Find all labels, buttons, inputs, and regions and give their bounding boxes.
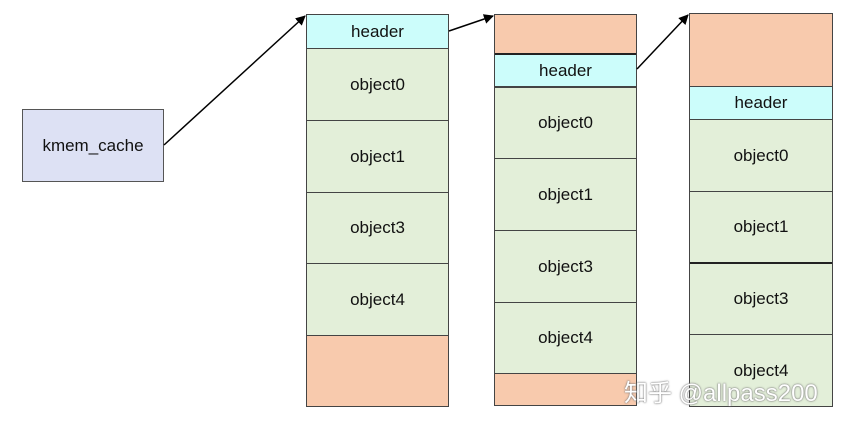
slab-2-object-0-label: object0 (538, 113, 593, 132)
slab-2-header: header (495, 53, 636, 87)
kmem-cache-label: kmem_cache (42, 135, 144, 155)
slab-2-object-3: object3 (495, 230, 636, 302)
arrow-slab-2-to-slab-3 (636, 14, 689, 70)
slab-2-padding-top (495, 15, 636, 53)
kmem-cache-box: kmem_cache (22, 109, 164, 182)
slab-3-object-4-label: object4 (733, 360, 789, 380)
slab-1: header object0 object1 object3 object4 (306, 14, 449, 407)
slab-3-padding-top (690, 14, 832, 86)
slab-3-header-label: header (734, 93, 788, 112)
arrow-kmem-to-slab-1 (163, 15, 306, 146)
slab-3-object-3: object3 (690, 262, 832, 334)
slab-1-object-3: object3 (307, 192, 448, 263)
slab-3-header: header (690, 86, 832, 120)
slab-3-object-4: object4 (690, 334, 832, 406)
slab-3-object-0-label: object0 (733, 145, 789, 165)
slab-3-object-1: object1 (690, 191, 832, 262)
watermark: 知乎 @allpass200 (624, 380, 818, 407)
slab-2-padding-bottom (495, 373, 636, 405)
slab-1-object-1: object1 (307, 120, 448, 192)
arrow-slab-1-to-slab-2 (448, 14, 494, 32)
slab-1-object-1-label: object1 (350, 146, 405, 166)
slab-3: header object0 object1 object3 object4 (689, 13, 833, 407)
slab-1-object-0-label: object0 (350, 74, 405, 94)
slab-2-object-1-label: object1 (538, 184, 593, 204)
slab-3-object-3-label: object3 (733, 289, 789, 308)
slab-1-object-3-label: object3 (350, 218, 405, 237)
slab-2-object-1: object1 (495, 158, 636, 230)
slab-1-object-4-label: object4 (350, 289, 405, 309)
slab-3-object-0: object0 (690, 119, 832, 191)
slab-2-object-4: object4 (495, 302, 636, 373)
slab-2-object-0: object0 (495, 87, 636, 158)
slab-2: header object0 object1 object3 object4 (494, 14, 637, 406)
slab-2-object-3-label: object3 (538, 256, 593, 276)
slab-3-object-1-label: object1 (733, 217, 789, 236)
slab-1-object-0: object0 (307, 48, 448, 120)
slab-2-object-4-label: object4 (538, 328, 593, 347)
slab-1-header-label: header (351, 21, 404, 41)
slab-2-header-label: header (539, 60, 592, 80)
slab-1-object-4: object4 (307, 263, 448, 335)
slab-1-padding-bottom (307, 335, 448, 406)
